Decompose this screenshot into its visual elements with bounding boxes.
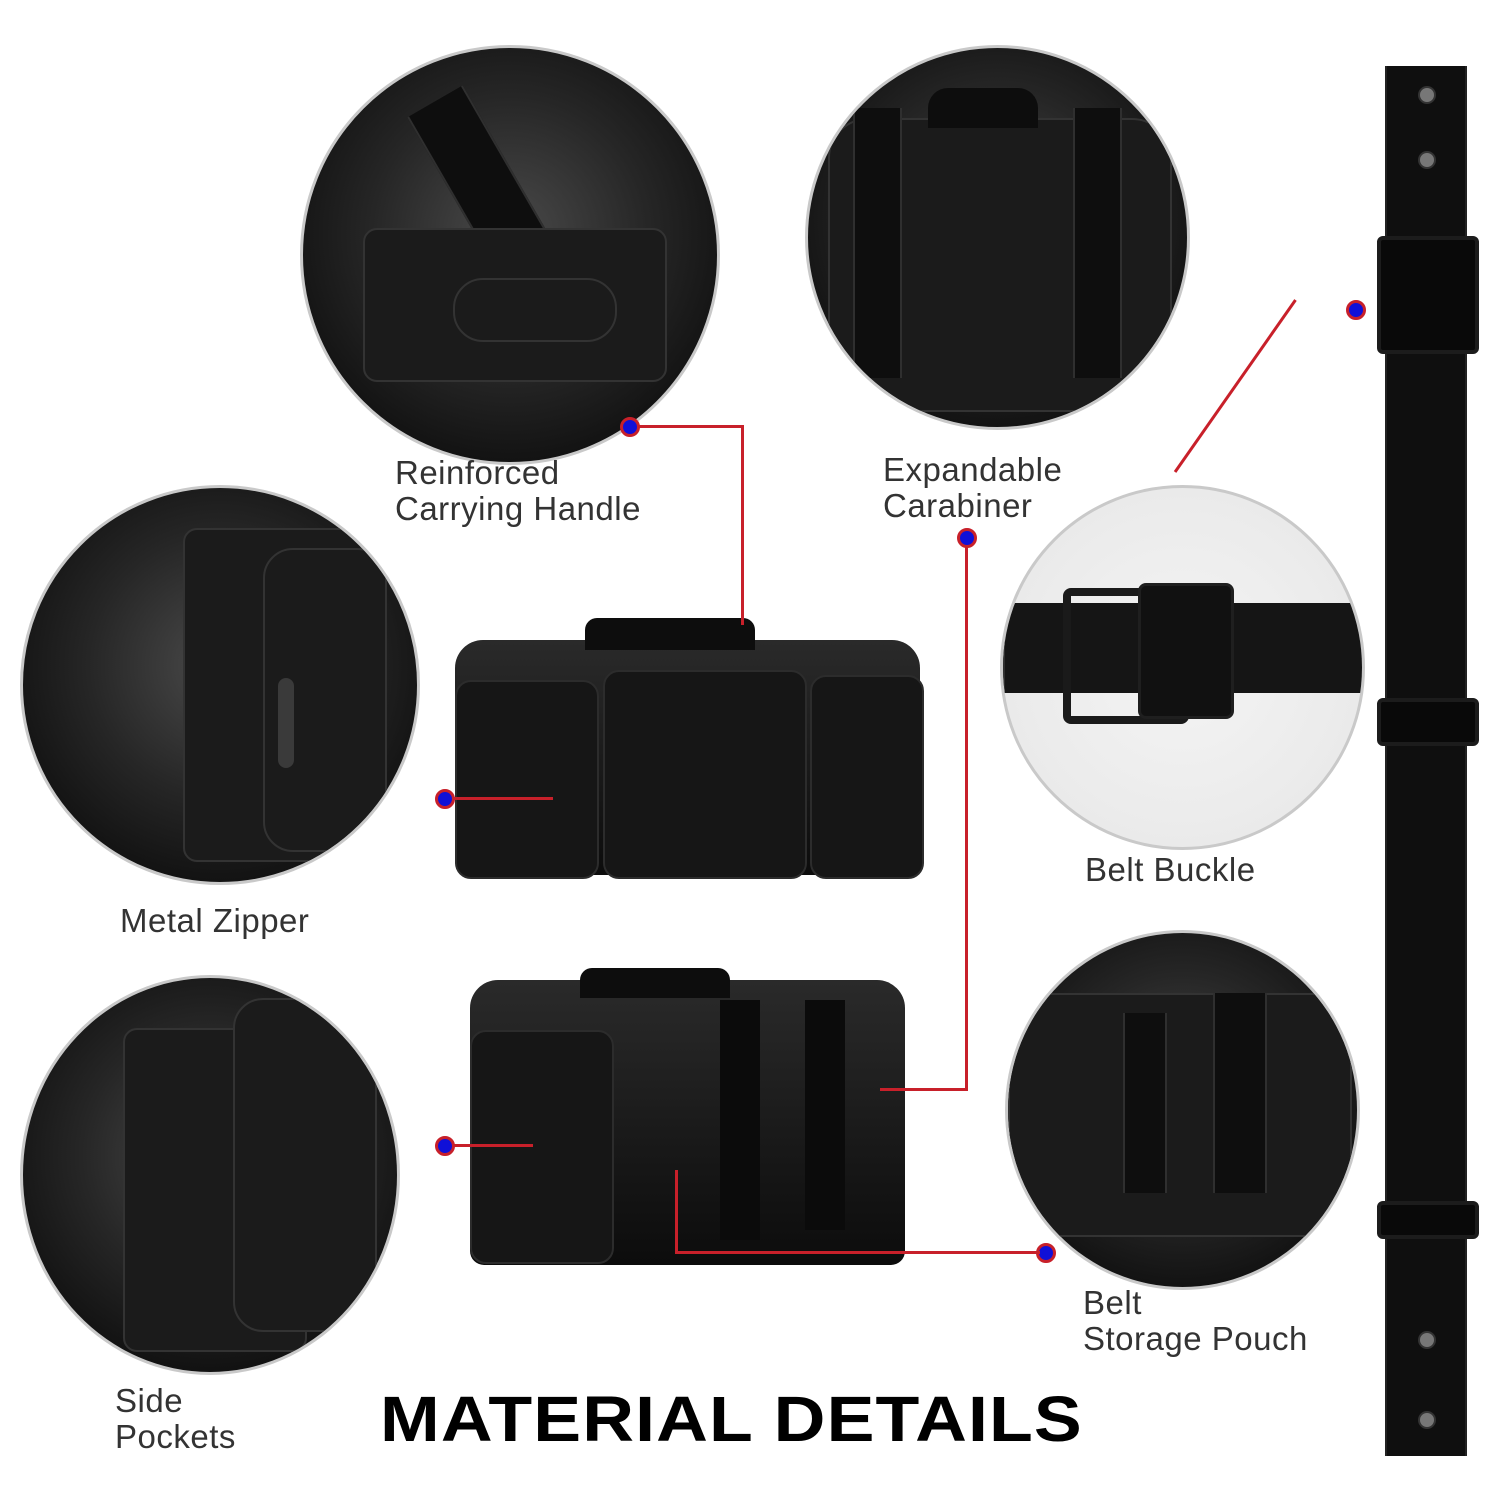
callout-line-pouch-v	[675, 1170, 678, 1254]
callout-line-pouch-h	[675, 1251, 1040, 1254]
label-belt-storage-pouch: Belt Storage Pouch	[1083, 1285, 1308, 1357]
callout-dot-zipper	[435, 789, 455, 809]
page-title: MATERIAL DETAILS	[380, 1383, 1083, 1455]
handle-detail-image	[300, 45, 720, 465]
callout-line-buckle	[1173, 299, 1297, 473]
callout-line-carabiner-h	[880, 1088, 968, 1091]
callout-line-handle-v	[741, 425, 744, 625]
belt-strap-image	[1377, 66, 1479, 1456]
label-line2: Pockets	[115, 1418, 236, 1455]
label-metal-zipper: Metal Zipper	[120, 903, 309, 939]
bag-back-view-image	[470, 968, 905, 1265]
callout-line-handle-h	[638, 425, 743, 428]
label-line1: Expandable	[883, 451, 1063, 488]
side-pocket-detail-image	[20, 975, 400, 1375]
label-side-pockets: Side Pockets	[115, 1383, 236, 1455]
buckle-detail-image	[1000, 485, 1365, 850]
callout-dot-carabiner	[957, 528, 977, 548]
label-line1: Side	[115, 1382, 184, 1419]
label-belt-buckle: Belt Buckle	[1085, 852, 1256, 888]
label-line1: Belt	[1083, 1284, 1142, 1321]
label-line2: Carrying Handle	[395, 490, 641, 527]
label-line1: Metal Zipper	[120, 902, 310, 939]
label-reinforced-carrying-handle: Reinforced Carrying Handle	[395, 455, 641, 527]
callout-dot-side-pockets	[435, 1136, 455, 1156]
bag-front-view-image	[455, 618, 924, 879]
label-line1: Reinforced	[395, 454, 560, 491]
storage-pouch-detail-image	[1005, 930, 1360, 1290]
callout-line-carabiner-v	[965, 546, 968, 1091]
label-line1: Belt Buckle	[1085, 851, 1256, 888]
callout-line-side-pockets	[453, 1144, 533, 1147]
label-line2: Storage Pouch	[1083, 1320, 1308, 1357]
callout-dot-handle	[620, 417, 640, 437]
label-line2: Carabiner	[883, 487, 1033, 524]
zipper-detail-image	[20, 485, 420, 885]
label-expandable-carabiner: Expandable Carabiner	[883, 452, 1062, 524]
carabiner-detail-image	[805, 45, 1190, 430]
callout-line-zipper	[453, 797, 553, 800]
callout-dot-buckle	[1346, 300, 1366, 320]
